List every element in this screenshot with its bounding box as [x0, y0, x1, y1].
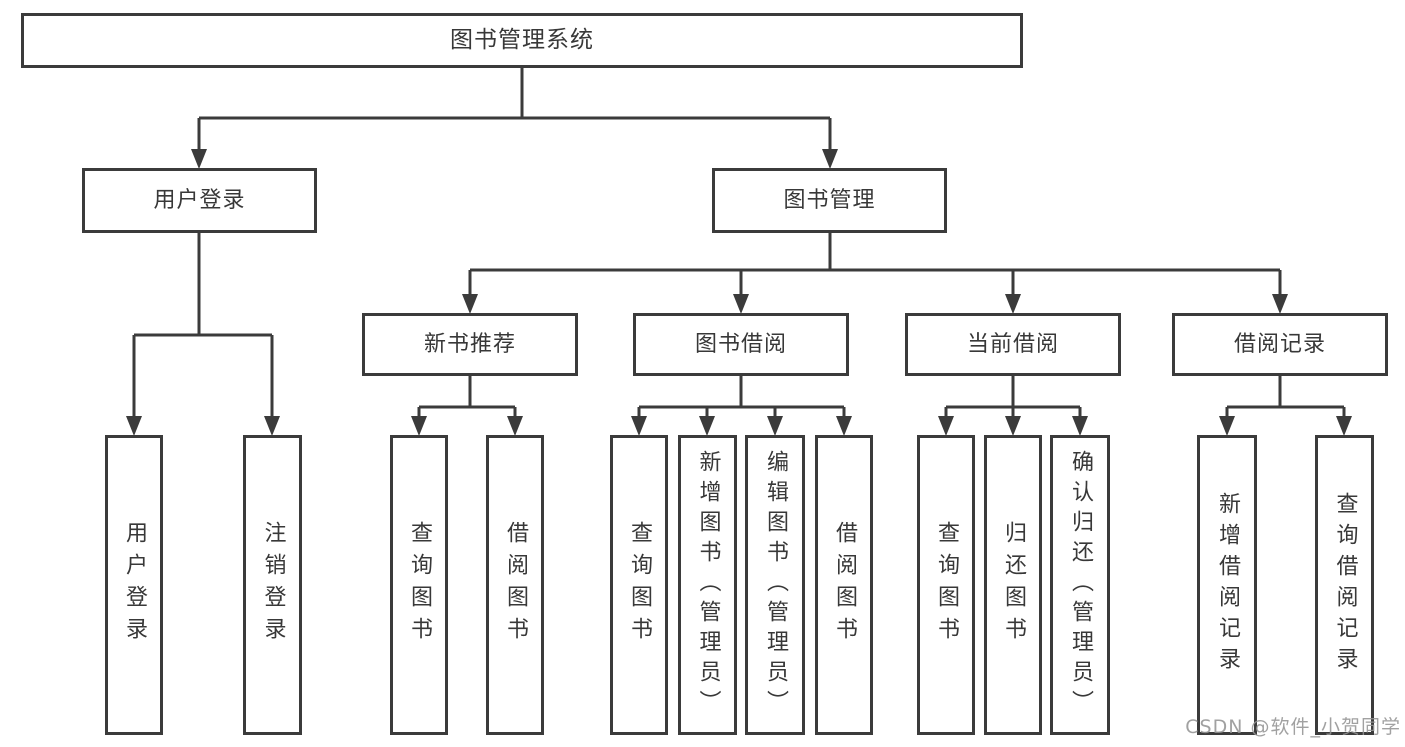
node-query-books: 查询图书: [917, 435, 975, 735]
node-borrow-books: 借阅图书: [815, 435, 873, 735]
node-borrowing-records: 借阅记录: [1172, 313, 1388, 376]
node-book-management: 图书管理: [712, 168, 947, 233]
node-user-login: 用户登录: [82, 168, 317, 233]
node-return-books: 归还图书: [984, 435, 1042, 735]
node-user-login-leaf: 用户登录: [105, 435, 163, 735]
node-query-borrow-record: 查询借阅记录: [1315, 435, 1374, 735]
node-query-books: 查询图书: [610, 435, 668, 735]
node-new-book-recommendation: 新书推荐: [362, 313, 578, 376]
node-book-borrowing: 图书借阅: [633, 313, 849, 376]
node-add-borrow-record: 新增借阅记录: [1197, 435, 1257, 735]
node-borrow-books: 借阅图书: [486, 435, 544, 735]
node-confirm-return-admin: 确认归还（管理员）: [1050, 435, 1110, 735]
node-current-borrowing: 当前借阅: [905, 313, 1121, 376]
node-library-management-system: 图书管理系统: [21, 13, 1023, 68]
node-add-book-admin: 新增图书（管理员）: [678, 435, 737, 735]
csdn-watermark: CSDN @软件_小贺同学: [1185, 716, 1401, 738]
node-query-books: 查询图书: [390, 435, 448, 735]
node-edit-book-admin: 编辑图书（管理员）: [745, 435, 805, 735]
node-logout: 注销登录: [243, 435, 302, 735]
